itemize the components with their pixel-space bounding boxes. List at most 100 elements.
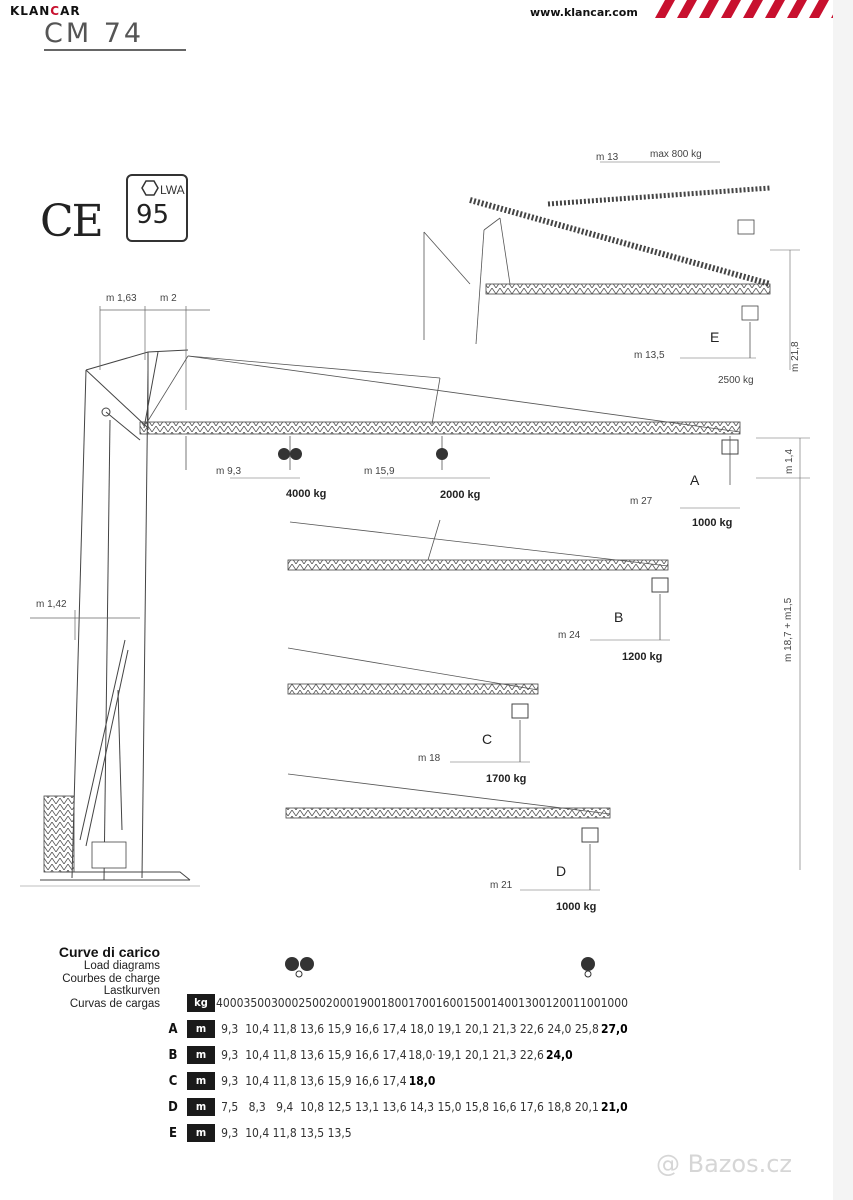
- load-header-cell: 1400: [490, 996, 519, 1010]
- dim-m24: m 24: [558, 630, 581, 641]
- title-underline: [44, 49, 186, 51]
- single-hook-icon: [581, 957, 595, 978]
- radius-cell: 22,6: [519, 1022, 544, 1036]
- dim-main-height: m 18,7 + m1,5: [783, 597, 794, 662]
- dim-m142: m 1,42: [36, 599, 67, 610]
- dim-m13: m 13: [596, 152, 619, 163]
- dim-m93: m 9,3: [216, 466, 242, 477]
- config-b-label: B: [614, 609, 624, 625]
- radius-cell: 10,4: [245, 1126, 270, 1140]
- row-label: A: [168, 1021, 178, 1037]
- radius-cell: 21,0: [600, 1100, 628, 1114]
- radius-cell: 15,9: [327, 1022, 352, 1036]
- unit-kg-badge: kg: [187, 994, 215, 1012]
- radius-cell: 17,4: [382, 1048, 407, 1062]
- row-label: D: [168, 1099, 178, 1115]
- load-header-cell: 1100: [573, 996, 601, 1010]
- radius-cell: 10,4: [245, 1074, 270, 1088]
- radius-cell: 13,6: [300, 1022, 325, 1036]
- load-c: 1700 kg: [486, 773, 527, 785]
- unit-m-badge: m: [187, 1098, 215, 1116]
- crane-mast: [71, 349, 189, 881]
- radius-cell: 14,3: [410, 1100, 435, 1114]
- counterweight: [43, 795, 75, 873]
- radius-cell: 11,8: [272, 1048, 297, 1062]
- row-label: C: [168, 1073, 178, 1089]
- config-d-label: D: [556, 863, 567, 879]
- radius-cell: [601, 1042, 628, 1068]
- dim-m159: m 15,9: [364, 466, 395, 477]
- config-e-label: E: [710, 329, 720, 345]
- logo-text: KLAN: [10, 4, 51, 18]
- radius-cell: 18,0: [408, 1074, 436, 1088]
- radius-cell: 16,6: [355, 1074, 380, 1088]
- header-stripes: [655, 0, 845, 18]
- load-4000: 4000 kg: [286, 488, 327, 500]
- load-a-tip: 1000 kg: [692, 517, 733, 529]
- radius-cell: 10,4: [245, 1022, 270, 1036]
- radius-cell: 9,3: [221, 1126, 239, 1140]
- radius-cell: [573, 1120, 600, 1146]
- unit-m-badge: m: [187, 1124, 215, 1142]
- winch-box: [91, 841, 127, 869]
- radius-cell: [518, 1120, 545, 1146]
- dim-m163: m 1,63: [106, 293, 137, 304]
- radius-cell: [436, 1120, 463, 1146]
- radius-cell: [491, 1068, 518, 1094]
- load-header-cell: 1200: [545, 996, 574, 1010]
- load-header-cell: 1300: [518, 996, 546, 1010]
- website-link[interactable]: www.klancar.com: [530, 6, 638, 19]
- radius-cell: [546, 1068, 573, 1094]
- radius-cell: 27,0: [600, 1022, 628, 1036]
- radius-cell: 9,3: [221, 1048, 239, 1062]
- radius-cell: 9,4: [276, 1100, 294, 1114]
- radius-cell: 11,8: [272, 1126, 297, 1140]
- radius-cell: 25,8: [574, 1022, 599, 1036]
- unit-m-badge: m: [187, 1072, 215, 1090]
- load-d: 1000 kg: [556, 901, 597, 913]
- dim-m2: m 2: [160, 293, 177, 304]
- radius-cell: [436, 1068, 463, 1094]
- load-curves-title: Curve di carico: [58, 944, 160, 960]
- subtitle-fr: Courbes de charge: [62, 972, 160, 985]
- radius-cell: 24,0: [546, 1048, 573, 1062]
- radius-cell: 19,1: [437, 1022, 462, 1036]
- dim-m218: m 21,8: [790, 341, 801, 372]
- radius-cell: 16,6: [355, 1048, 380, 1062]
- radius-cell: 17,4: [382, 1074, 407, 1088]
- ce-mark: CE: [40, 196, 104, 247]
- radius-cell: 17,4: [382, 1022, 407, 1036]
- logo-text-end: AR: [60, 4, 81, 18]
- radius-cell: [408, 1120, 435, 1146]
- boom-c: [287, 647, 539, 763]
- max-load-e: max 800 kg: [650, 149, 702, 160]
- radius-cell: 21,3: [492, 1048, 517, 1062]
- radius-cell: 18,8: [547, 1100, 572, 1114]
- bazos-watermark: @ Bazos.cz: [656, 1150, 793, 1178]
- klancar-logo[interactable]: KLANCAR: [10, 4, 81, 18]
- lwa-badge: [126, 174, 188, 242]
- load-curves-titles: Curve di carico Load diagrams Courbes de…: [24, 944, 160, 1010]
- radius-cell: 10,4: [245, 1048, 270, 1062]
- radius-cell: 13,6: [300, 1074, 325, 1088]
- right-margin-bar: [833, 0, 853, 1200]
- radius-cell: 24,0: [547, 1022, 572, 1036]
- hexagon-icon: [141, 180, 159, 196]
- radius-cell: [573, 1068, 600, 1094]
- load-header-cell: 2500: [298, 996, 326, 1010]
- load-b: 1200 kg: [622, 651, 663, 663]
- dim-m27: m 27: [630, 496, 653, 507]
- load-header-cell: 1600: [435, 996, 464, 1010]
- radius-cell: 11,8: [272, 1074, 297, 1088]
- radius-cell: 18,0·: [408, 1048, 436, 1062]
- load-header-cell: 1500: [463, 996, 491, 1010]
- row-label: E: [169, 1125, 177, 1141]
- boom-d: [285, 773, 611, 891]
- radius-cell: [546, 1120, 573, 1146]
- logo-accent-letter: C: [50, 4, 61, 18]
- radius-cell: 22,6: [519, 1048, 544, 1062]
- radius-cell: [601, 1068, 628, 1094]
- crane-diagram: [20, 161, 810, 891]
